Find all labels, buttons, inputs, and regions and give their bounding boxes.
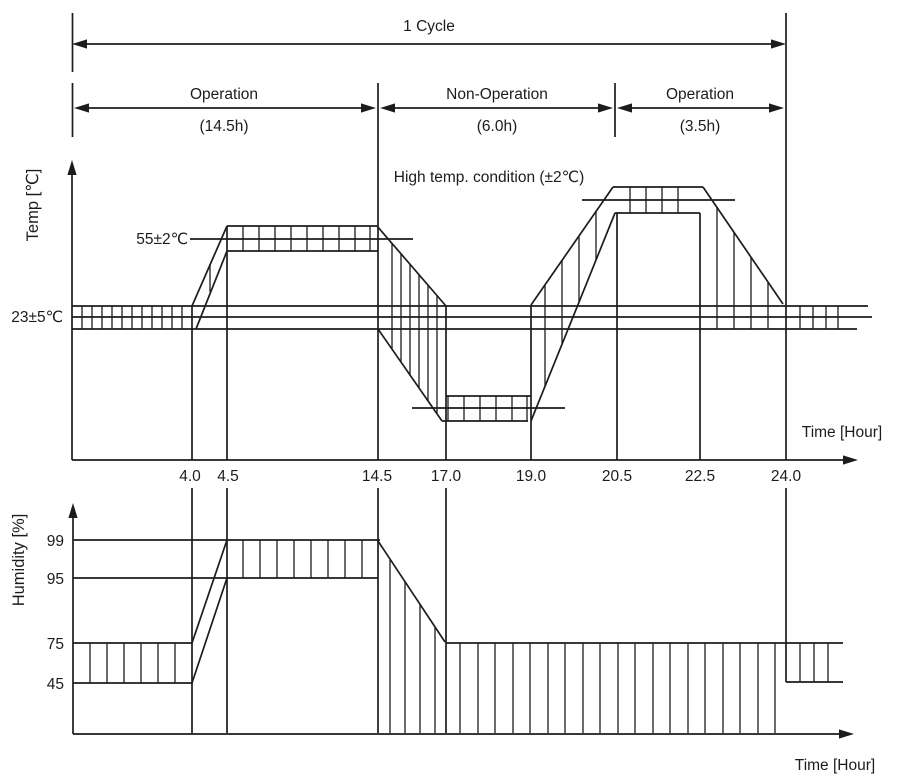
temp-y-axis-arrowhead — [67, 160, 77, 175]
temp-y-axis-label: Temp [℃] — [24, 169, 42, 242]
level-55-label: 55±2℃ — [136, 231, 188, 248]
temp-tick-4.0: 4.0 — [179, 468, 201, 485]
operation1-duration: (14.5h) — [199, 118, 248, 135]
non-operation-duration: (6.0h) — [477, 118, 518, 135]
operation1-arrowhead-right — [361, 103, 376, 113]
non-operation-arrowhead-left — [380, 103, 395, 113]
operation1-arrowhead-left — [74, 103, 89, 113]
temp-tick-22.5: 22.5 — [685, 468, 715, 485]
temp-tick-17.0: 17.0 — [431, 468, 462, 485]
temp-tick-4.5: 4.5 — [217, 468, 239, 485]
line-segment — [377, 540, 446, 643]
non-operation-label: Non-Operation — [446, 86, 548, 103]
level-23-label: 23±5℃ — [11, 309, 63, 326]
line-segment — [530, 212, 616, 422]
humidity-x-axis-arrowhead — [839, 729, 854, 739]
cycle-label: 1 Cycle — [403, 18, 455, 35]
humidity-tick-75: 75 — [47, 636, 64, 653]
line-segment — [191, 539, 228, 644]
line-segment — [191, 577, 228, 684]
temp-tick-20.5: 20.5 — [602, 468, 632, 485]
temp-tick-14.5: 14.5 — [362, 468, 392, 485]
humidity-x-axis-label: Time [Hour] — [795, 757, 875, 774]
humidity-tick-99: 99 — [47, 533, 64, 550]
operation2-duration: (3.5h) — [680, 118, 721, 135]
operation2-arrowhead-left — [617, 103, 632, 113]
humidity-y-axis-arrowhead — [68, 503, 78, 518]
operation2-arrowhead-right — [769, 103, 784, 113]
cycle-arrowhead-left — [72, 39, 87, 49]
temp-x-axis-arrowhead — [843, 455, 858, 465]
line-segment — [530, 186, 614, 306]
line-segment — [702, 186, 784, 305]
operation1-label: Operation — [190, 86, 258, 103]
line-segment — [195, 250, 228, 330]
high-temp-note: High temp. condition (±2℃) — [394, 169, 584, 186]
humidity-tick-45: 45 — [47, 676, 64, 693]
line-segment — [376, 225, 447, 307]
cycle-arrowhead-right — [771, 39, 786, 49]
humidity-tick-95: 95 — [47, 571, 64, 588]
operation2-label: Operation — [666, 86, 734, 103]
humidity-y-axis-label: Humidity [%] — [10, 514, 28, 607]
temp-tick-19.0: 19.0 — [516, 468, 547, 485]
temp-x-axis-label: Time [Hour] — [802, 424, 882, 441]
non-operation-arrowhead-right — [598, 103, 613, 113]
temp-tick-24.0: 24.0 — [771, 468, 802, 485]
